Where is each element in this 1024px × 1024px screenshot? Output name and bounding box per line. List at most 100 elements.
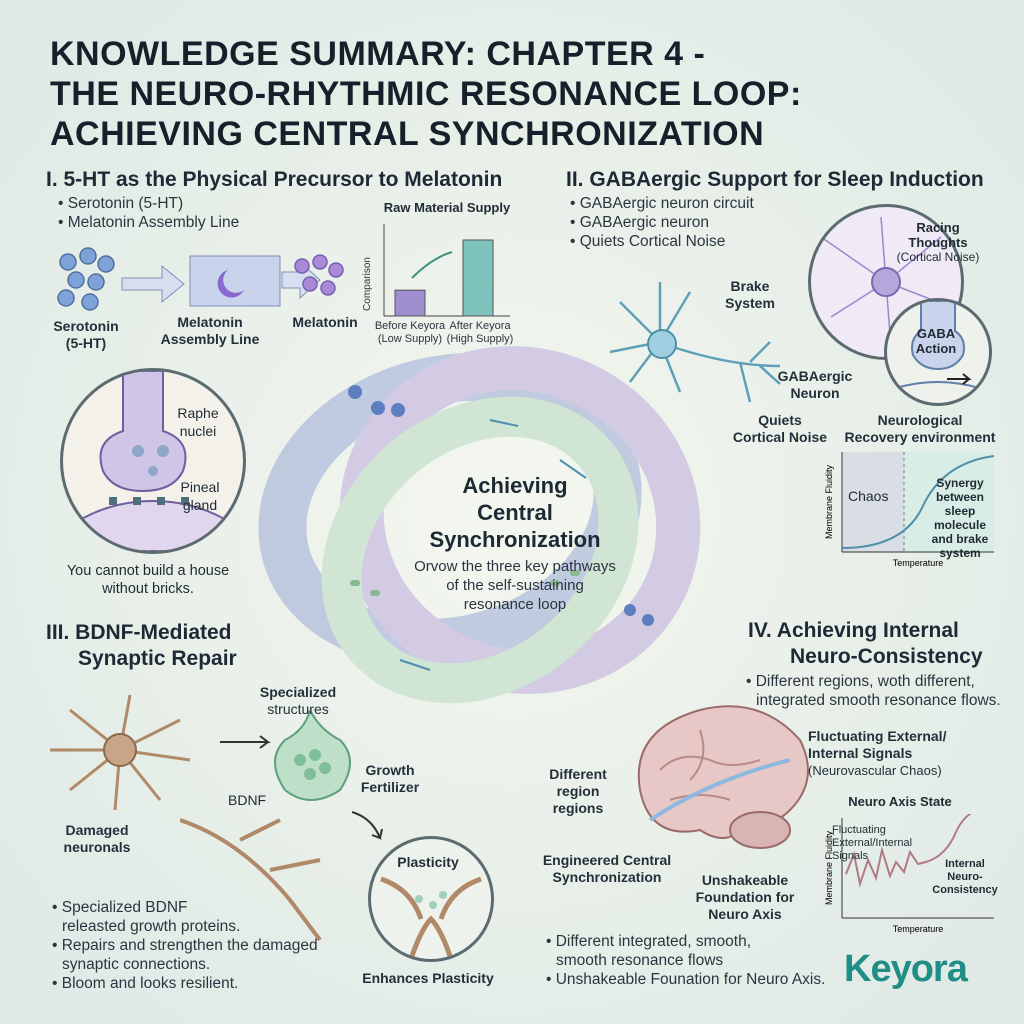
resonance-flow [648,758,791,822]
supply-chart-ylabel: Comparison [362,257,373,311]
dendrite-illustration [180,818,322,942]
serotonin-label: Serotonin(5-HT) [53,318,119,351]
section-4-bullets: • Different integrated, smooth, smooth r… [546,933,826,988]
serotonin-molecule-icon [59,253,77,271]
molecule-dot [624,604,636,616]
center-heading: Central [477,500,553,525]
section-1-bullets: • Serotonin (5-HT) • Melatonin Assembly … [58,195,240,231]
center-heading: Achieving [462,473,568,498]
cerebellum [729,811,791,849]
molecule-dot [371,401,385,415]
section-2-bullets: • GABAergic neuron circuit • GABAergic n… [570,195,754,250]
axis-ylabel: Membrane Fluidity [824,830,834,905]
assembly-line-icon [189,255,281,307]
recovery-ylabel: Membrane Fluidity [824,464,834,539]
flow-arrow [559,459,587,479]
page-title: KNOWLEDGE SUMMARY: CHAPTER 4 - THE NEURO… [50,34,980,154]
neuron-body-icon [103,733,137,767]
brain-illustration [637,705,809,849]
brand-logo: Keyora [844,948,968,990]
center-block: Achieving Central Synchronization Orvow … [405,472,625,614]
molecule-dot [391,403,405,417]
section-3-bullets: • Specialized BDNF releasted growth prot… [52,899,318,992]
synapse-inset [60,368,246,554]
title-line-2: THE NEURO-RHYTHMIC RESONANCE LOOP: [50,75,802,113]
flow-arrow [399,659,431,671]
melatonin-label: Melatonin [292,314,358,330]
gabaergic-neuron-illustration [609,282,781,403]
arrow-icon [351,811,383,840]
plasticity-inset [368,836,494,962]
loop-band-purple [339,346,701,694]
chaos-zone [842,452,904,552]
title-line-1: KNOWLEDGE SUMMARY: CHAPTER 4 - [50,35,706,73]
center-body: of the self-sustaining [446,577,584,594]
melatonin-molecules-icon [294,254,344,296]
damaged-neuron-illustration [50,694,191,811]
section-4-intro: • Different regions, woth different, int… [746,673,1001,709]
neuron-icon [871,267,901,297]
center-body: Orvow the three key pathways [414,558,616,575]
arrow-icon [220,735,271,749]
axis-xlabel: Temperature [893,924,944,934]
neuron-body-icon [647,329,677,359]
flow-arrow [489,419,519,427]
bullet: GABAergic neuron [579,214,709,231]
recovery-chart: Membrane Fluidity Temperature [824,452,995,568]
chaos-label: Chaos [848,488,889,504]
brain-icon [637,705,809,839]
title-line-3: ACHIEVING CENTRAL SYNCHRONIZATION [50,115,765,153]
loop-band-green [321,396,639,704]
arrow-icon [121,264,185,304]
bullet: GABAergic neuron circuit [579,195,754,212]
supply-chart-title: Raw Material Supply [383,200,511,215]
section-1-heading: I. 5-HT as the Physical Precursor to Mel… [46,168,503,191]
bullet: Melatonin Assembly Line [67,214,240,231]
center-body: resonance loop [463,596,567,613]
axon-terminal [99,371,187,493]
supply-cat-1: Before Keyora(Low Supply) [374,320,446,345]
section-2-heading: II. GABAergic Support for Sleep Inductio… [566,168,984,191]
gaba-action-inset [884,298,992,406]
axis-chart: Membrane Fluidity Temperature [824,814,994,934]
arrow-icon [947,373,972,385]
moon-icon [217,270,244,298]
molecule-dot [642,614,654,626]
recovery-curve [841,455,995,549]
recovery-xlabel: Temperature [893,558,944,568]
bullet: Quiets Cortical Noise [579,233,726,250]
bdnf-label: BDNF [228,792,267,808]
fluct-label: Fluctuating External/Internal Signals (N… [808,728,947,778]
center-heading: Synchronization [429,527,601,552]
growth-arrow [411,251,453,279]
synergy-zone [904,452,994,552]
bdnf-vesicle-icon [274,710,351,801]
bullet: Serotonin (5-HT) [67,195,184,212]
supply-chart: Comparison [362,224,510,317]
axis-chart-title: Neuro Axis State [848,794,952,809]
enhances-label: Enhances Plasticity [362,970,494,986]
serotonin-pathway-illustration [57,247,321,311]
supply-cat-2: After Keyora(High Supply) [446,320,514,345]
